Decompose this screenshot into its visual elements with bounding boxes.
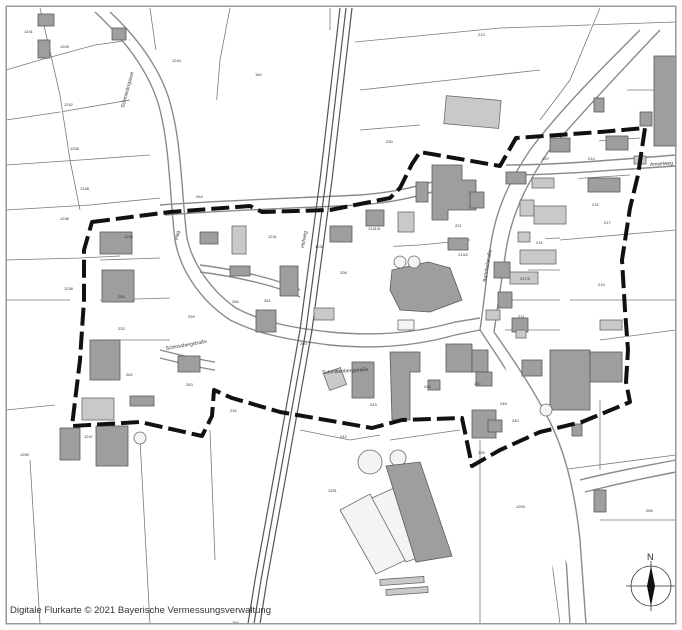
- parcel-number: 243: [370, 402, 377, 407]
- parcel-number: 1253: [516, 504, 526, 509]
- parcel-number: 221: [455, 223, 462, 228]
- street-name-hofweg: Hofweg: [300, 230, 309, 248]
- street-name-bahnhofstrasse: Bahnhofstraße: [482, 249, 494, 283]
- parcel-number: 1241/5: [368, 226, 381, 231]
- parcel-number: 265: [646, 508, 653, 513]
- parcel-number: 1241: [24, 29, 34, 34]
- parcel-number: 1231: [268, 234, 278, 239]
- parcel-number: 220: [542, 156, 549, 161]
- parcel-number: 211: [518, 314, 525, 319]
- parcel-number: 234: [230, 408, 237, 413]
- parcel-number-labels: 1241 1249 160 1244 213 1242 1245 1248 12…: [20, 29, 653, 625]
- north-label: N: [647, 552, 654, 562]
- parcel-number: 1238: [64, 286, 74, 291]
- parcel-number: 1246: [60, 216, 70, 221]
- buildings: [37, 13, 677, 596]
- parcel-number: 213: [478, 32, 485, 37]
- parcel-number: 260: [300, 341, 307, 346]
- street-name-schmittenbergstrasse: Schmittenbergstraße: [322, 367, 369, 376]
- parcel-number: 244: [424, 384, 431, 389]
- parcel-number: 1248: [80, 186, 90, 191]
- parcel-number: 216: [536, 240, 543, 245]
- parcel-number: 262: [126, 372, 133, 377]
- parcel-number: 256: [232, 299, 239, 304]
- railway-line: [247, 7, 353, 625]
- parcel-number: 246: [500, 401, 507, 406]
- north-arrow-icon: N: [626, 552, 676, 611]
- parcel-number: 259: [188, 314, 195, 319]
- parcel-number: 255: [118, 294, 125, 299]
- parcel-number: 214: [588, 156, 595, 161]
- parcel-number: 217: [604, 220, 611, 225]
- parcel-number: 1242: [64, 102, 74, 107]
- parcel-number: 1250: [20, 452, 30, 457]
- plan-boundary: [70, 126, 647, 468]
- parcel-number: 208: [340, 270, 347, 275]
- parcel-number: 215: [592, 202, 599, 207]
- street-name-amselweg: Amselweg: [650, 160, 674, 168]
- street-name-hag: Hag: [174, 230, 182, 240]
- parcel-number: 214/2: [458, 252, 469, 257]
- parcel-number: 1236: [124, 234, 134, 239]
- parcel-number: 1244: [172, 58, 182, 63]
- parcel-number: 210: [598, 282, 605, 287]
- parcel-number: 242: [340, 434, 347, 439]
- parcel-number: 247: [474, 381, 481, 386]
- parcel-number: 263: [186, 382, 193, 387]
- parcel-number: 261: [264, 298, 271, 303]
- parcel-number: 1249: [60, 44, 70, 49]
- parcel-number: 1247: [84, 434, 94, 439]
- parcel-number: 1245: [70, 146, 80, 151]
- parcel-number: 264: [196, 194, 203, 199]
- parcel-number: 235: [478, 450, 485, 455]
- parcel-number: 230: [386, 139, 393, 144]
- parcel-number: 217/3: [520, 276, 531, 281]
- parcel-number: 233: [118, 326, 125, 331]
- parcel-number: 240: [512, 418, 519, 423]
- parcel-number: 160: [255, 72, 262, 77]
- parcel-number: 1232: [315, 244, 325, 249]
- parcel-number: 1251: [328, 488, 338, 493]
- copyright-notice: Digitale Flurkarte © 2021 Bayerische Ver…: [10, 605, 271, 616]
- parcel-number: 266: [232, 620, 239, 625]
